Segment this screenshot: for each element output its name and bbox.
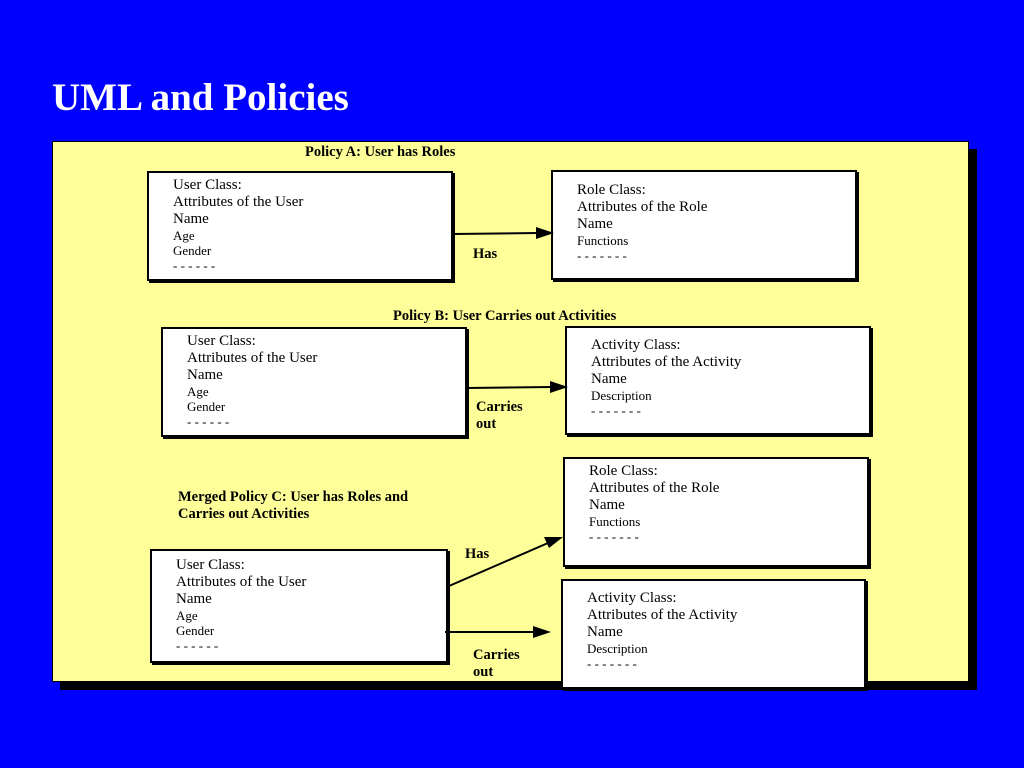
attribute-name: Name	[591, 371, 627, 387]
class-attributes-heading: Attributes of the User	[173, 194, 304, 210]
policy-a-role-class-box: Role Class: Attributes of the Role Name …	[551, 170, 857, 280]
attribute-name: Name	[589, 497, 625, 513]
class-name: Activity Class:	[587, 590, 677, 606]
attribute-description: Description	[591, 388, 652, 403]
attribute-gender: Gender	[187, 399, 226, 414]
attribute-description: Description	[587, 641, 648, 656]
policy-c-carries-label: Carries	[473, 647, 520, 663]
class-name: User Class:	[187, 333, 256, 349]
attribute-gender: Gender	[173, 243, 212, 258]
class-attributes-heading: Attributes of the User	[187, 350, 318, 366]
attribute-ellipsis: - - - - - -	[176, 638, 219, 653]
attribute-ellipsis: - - - - - - -	[589, 529, 639, 544]
class-name: User Class:	[176, 557, 245, 573]
policy-a-heading: Policy A: User has Roles	[305, 144, 456, 160]
policy-c-heading-line1: Merged Policy C: User has Roles and	[178, 489, 409, 505]
attribute-ellipsis: - - - - - - -	[577, 248, 627, 263]
class-name: Activity Class:	[591, 337, 681, 353]
policy-b-heading: Policy B: User Carries out Activities	[393, 308, 617, 324]
class-name: Role Class:	[577, 182, 646, 198]
policy-b-user-class-box: User Class: Attributes of the User Name …	[161, 327, 467, 437]
class-attributes-heading: Attributes of the User	[176, 574, 307, 590]
attribute-functions: Functions	[589, 514, 641, 529]
attribute-ellipsis: - - - - - - -	[591, 403, 641, 418]
attribute-age: Age	[187, 384, 209, 399]
attribute-name: Name	[587, 624, 623, 640]
class-name: Role Class:	[589, 463, 658, 479]
attribute-age: Age	[173, 228, 195, 243]
policy-c-heading-line2: Carries out Activities	[178, 506, 310, 522]
attribute-functions: Functions	[577, 233, 629, 248]
policy-c-out-label: out	[473, 664, 494, 680]
policy-b-carries-label: Carries	[476, 399, 523, 415]
attribute-ellipsis: - - - - - -	[187, 414, 230, 429]
attribute-ellipsis: - - - - - - -	[587, 656, 637, 671]
attribute-gender: Gender	[176, 623, 215, 638]
policy-c-role-class-box: Role Class: Attributes of the Role Name …	[563, 457, 869, 567]
class-attributes-heading: Attributes of the Role	[589, 480, 720, 496]
class-attributes-heading: Attributes of the Activity	[591, 354, 742, 370]
policy-c-has-label: Has	[465, 546, 490, 562]
class-attributes-heading: Attributes of the Activity	[587, 607, 738, 623]
attribute-age: Age	[176, 608, 198, 623]
attribute-name: Name	[187, 367, 223, 383]
class-name: User Class:	[173, 177, 242, 193]
policy-b-activity-class-box: Activity Class: Attributes of the Activi…	[565, 326, 871, 435]
policy-c-activity-class-box: Activity Class: Attributes of the Activi…	[561, 579, 866, 689]
policy-c-user-class-box: User Class: Attributes of the User Name …	[150, 549, 448, 663]
attribute-name: Name	[173, 211, 209, 227]
attribute-name: Name	[176, 591, 212, 607]
policy-a-has-label: Has	[473, 246, 498, 262]
policy-b-out-label: out	[476, 416, 497, 432]
slide-title: UML and Policies	[52, 76, 349, 119]
attribute-ellipsis: - - - - - -	[173, 258, 216, 273]
attribute-name: Name	[577, 216, 613, 232]
policy-a-user-class-box: User Class: Attributes of the User Name …	[147, 171, 453, 281]
class-attributes-heading: Attributes of the Role	[577, 199, 708, 215]
